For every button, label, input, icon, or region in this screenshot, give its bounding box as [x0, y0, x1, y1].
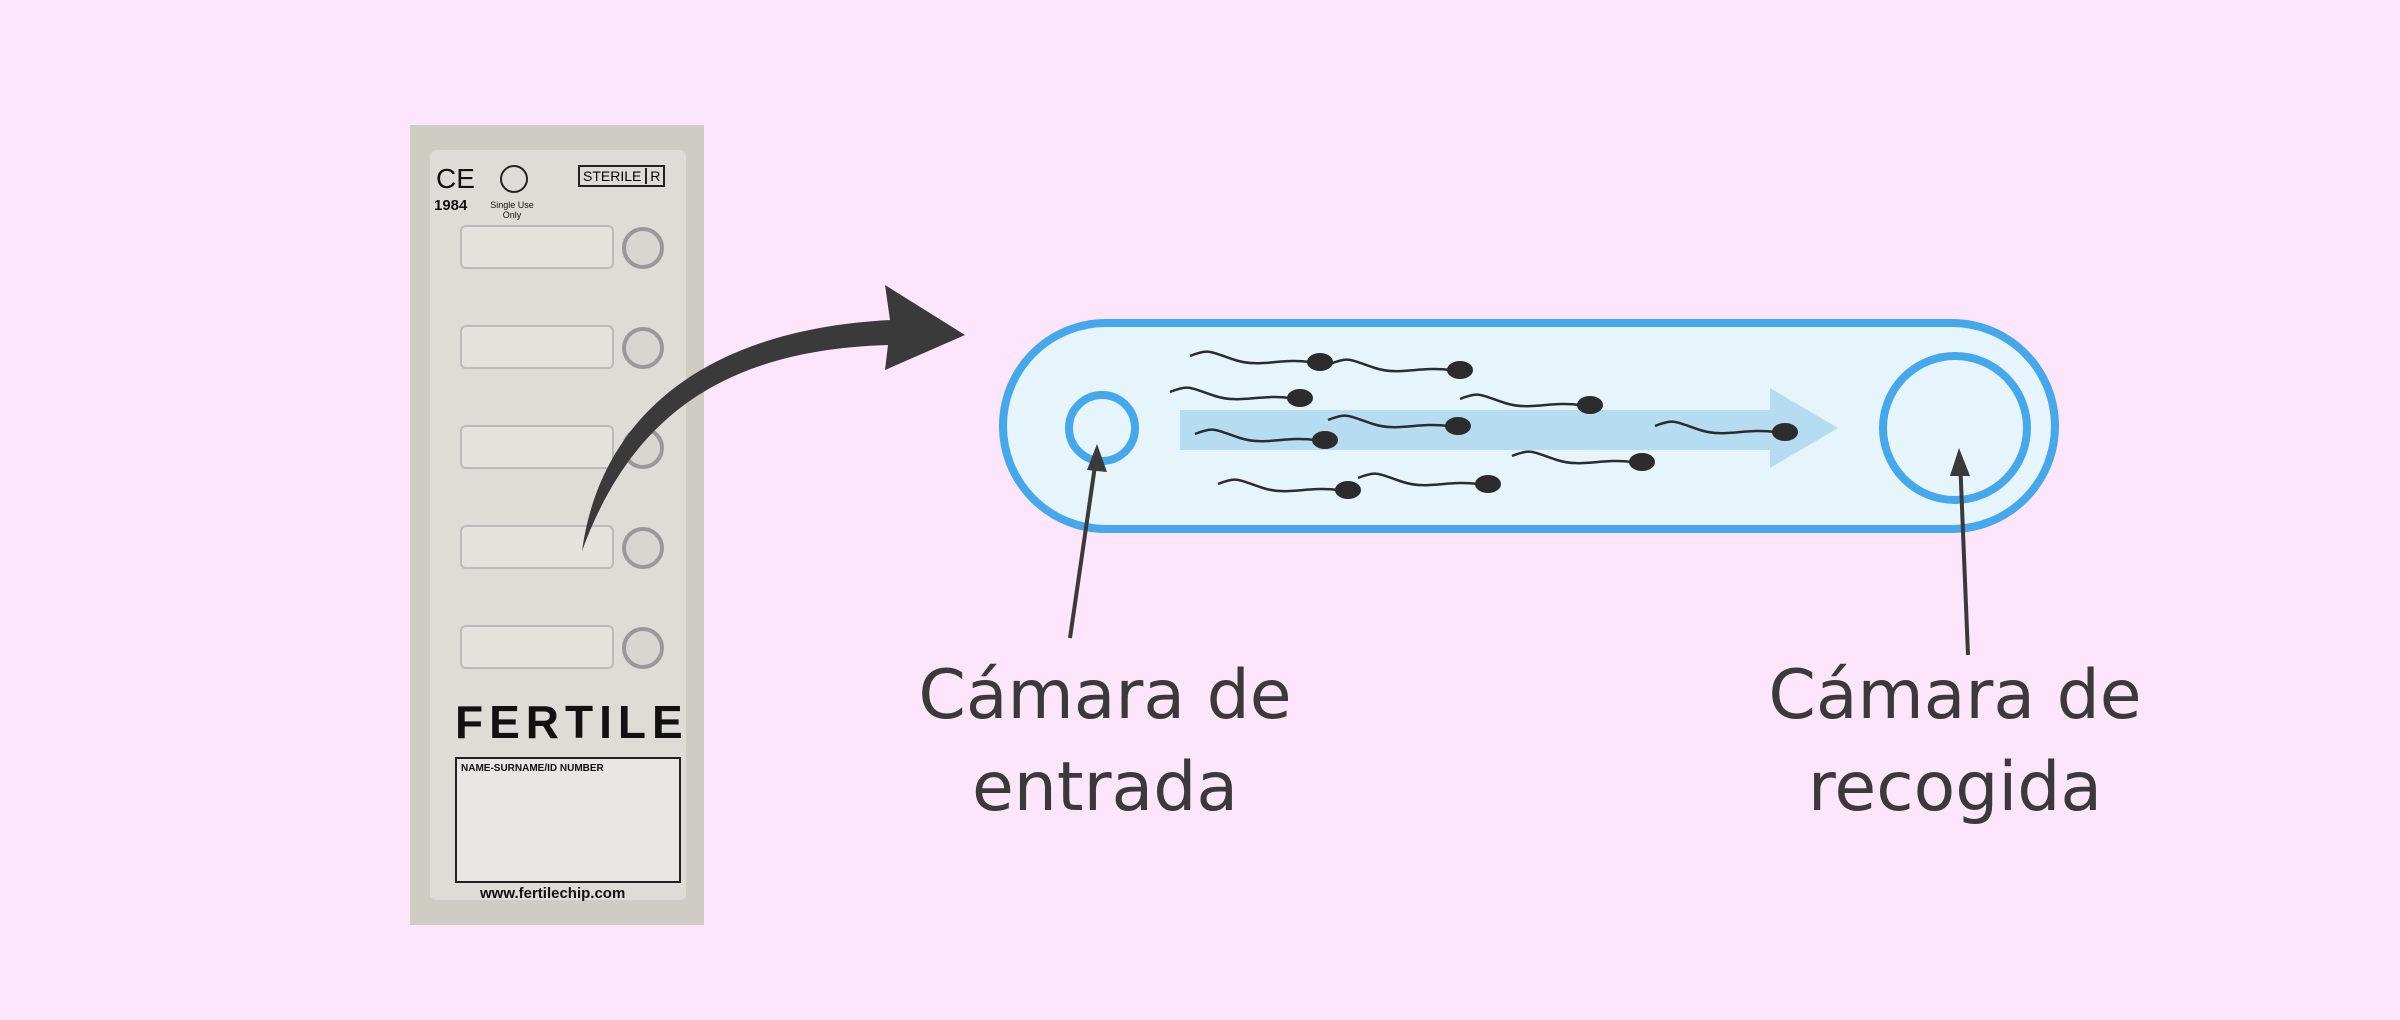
collection-label-line1: Cámara de — [1768, 656, 2142, 735]
sterile-code: R — [645, 168, 661, 184]
sperm-head — [1307, 353, 1333, 371]
name-field-label: NAME-SURNAME/ID NUMBER — [461, 763, 604, 774]
sperm-head — [1312, 431, 1338, 449]
collection-chamber-label: Cámara de recogida — [1695, 650, 2215, 834]
chip-channel — [460, 325, 614, 369]
sperm-head — [1475, 475, 1501, 493]
chip-port — [622, 527, 664, 569]
sperm-tail — [1654, 420, 1776, 435]
chip-channel — [460, 225, 614, 269]
website-text: www.fertilechip.com — [480, 885, 626, 902]
sterile-text: STERILE — [583, 168, 642, 184]
sperm-cells — [1169, 350, 1798, 499]
entry-pointer-head — [1087, 444, 1107, 472]
collection-chamber — [1879, 352, 2031, 504]
chip-channel — [460, 525, 614, 569]
sperm-tail — [1217, 478, 1339, 493]
entry-label-line1: Cámara de — [918, 656, 1292, 735]
sperm-head — [1335, 481, 1361, 499]
flow-arrow — [1180, 388, 1838, 468]
chip-port — [622, 227, 664, 269]
collection-label-line2: recogida — [1807, 748, 2103, 827]
brand-logo: FERTILE — [455, 696, 689, 748]
chip-channel — [460, 425, 614, 469]
curved-arrow — [582, 285, 965, 551]
chip-port — [622, 327, 664, 369]
entry-pointer — [1068, 451, 1099, 639]
ce-number: 1984 — [434, 197, 468, 214]
sperm-tail — [1459, 393, 1581, 408]
sperm-tail — [1189, 350, 1311, 365]
sperm-tail — [1194, 428, 1316, 443]
sperm-head — [1629, 453, 1655, 471]
collection-pointer — [1958, 457, 1970, 656]
entry-chamber-label: Cámara de entrada — [845, 650, 1365, 834]
sperm-head — [1447, 361, 1473, 379]
single-use-icon — [500, 165, 528, 193]
entry-label-line2: entrada — [971, 748, 1239, 827]
name-field-box: NAME-SURNAME/ID NUMBER — [455, 757, 681, 883]
sperm-tail — [1169, 386, 1291, 401]
sperm-head — [1577, 396, 1603, 414]
collection-pointer-head — [1950, 448, 1970, 476]
sperm-tail — [1357, 472, 1479, 487]
chip-port — [622, 627, 664, 669]
chip-channel — [460, 625, 614, 669]
sperm-tail — [1327, 414, 1449, 429]
single-use-text: Single Use Only — [490, 200, 534, 220]
sperm-head — [1445, 417, 1471, 435]
sperm-tail — [1329, 358, 1451, 373]
fertile-chip-photo: CE 1984 Single Use Only STERILE R FERTIL… — [410, 125, 704, 925]
ce-mark: CE — [436, 163, 475, 194]
sterile-mark: STERILE R — [578, 165, 666, 187]
sperm-tail — [1511, 450, 1633, 465]
sperm-head — [1772, 423, 1798, 441]
sperm-head — [1287, 389, 1313, 407]
